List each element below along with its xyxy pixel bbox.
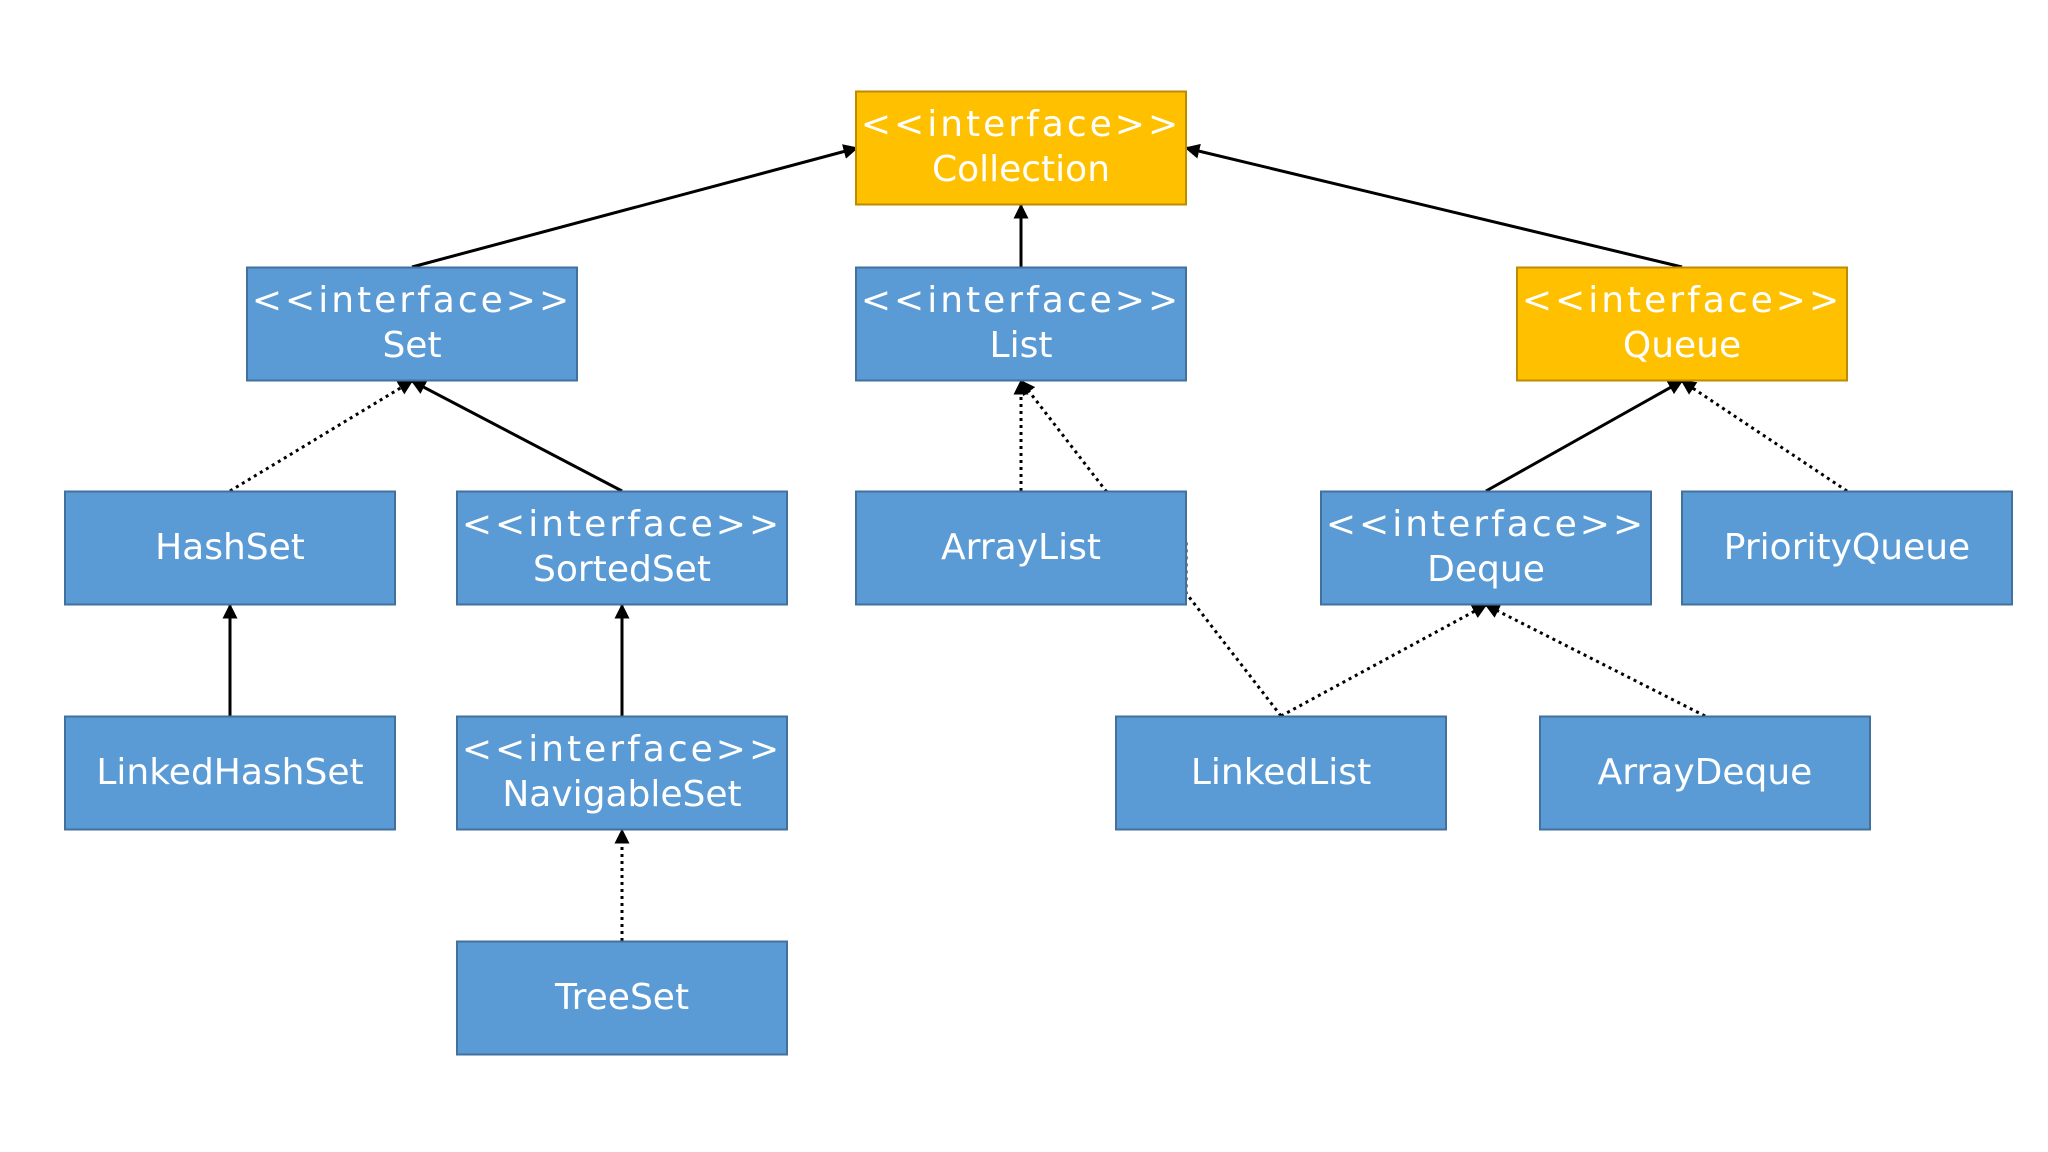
edge-deque-to-queue	[1485, 379, 1684, 493]
node-name-list: List	[990, 325, 1053, 366]
edge-hashset-to-set	[229, 379, 414, 493]
node-stereotype-list: <<interface>>	[861, 280, 1181, 321]
node-arraydeque: ArrayDeque	[1539, 715, 1871, 831]
edge-set-to-collection	[411, 144, 859, 269]
node-name-queue: Queue	[1623, 325, 1741, 366]
node-set: <<interface>>Set	[246, 266, 578, 382]
node-arraylist: ArrayList	[855, 490, 1187, 606]
node-name-navigableset: NavigableSet	[502, 774, 741, 815]
node-box-queue	[1516, 266, 1848, 382]
node-box-arraylist	[855, 490, 1187, 606]
node-name-arraylist: ArrayList	[941, 527, 1101, 568]
edge-sortedset-to-set	[410, 379, 623, 493]
node-box-treeset	[456, 940, 788, 1056]
node-stereotype-deque: <<interface>>	[1326, 504, 1646, 545]
node-name-linkedlist: LinkedList	[1191, 752, 1371, 793]
edge-arraydeque-to-deque	[1484, 603, 1706, 718]
node-box-linkedlist	[1115, 715, 1447, 831]
edge-priorityqueue-to-queue	[1680, 379, 1848, 493]
node-linkedlist: LinkedList	[1115, 715, 1447, 831]
node-name-set: Set	[382, 325, 441, 366]
node-box-list	[855, 266, 1187, 382]
node-linkedhashset: LinkedHashSet	[64, 715, 396, 831]
node-box-priorityqueue	[1681, 490, 2013, 606]
node-name-deque: Deque	[1427, 549, 1545, 590]
node-box-navigableset	[456, 715, 788, 831]
node-box-linkedhashset	[64, 715, 396, 831]
node-collection: <<interface>>Collection	[855, 90, 1187, 206]
node-stereotype-set: <<interface>>	[252, 280, 572, 321]
node-name-linkedhashset: LinkedHashSet	[96, 752, 363, 793]
node-box-sortedset	[456, 490, 788, 606]
node-box-deque	[1320, 490, 1652, 606]
node-stereotype-sortedset: <<interface>>	[462, 504, 782, 545]
node-name-priorityqueue: PriorityQueue	[1724, 527, 1970, 568]
node-name-treeset: TreeSet	[554, 977, 689, 1018]
node-sortedset: <<interface>>SortedSet	[456, 490, 788, 606]
node-box-set	[246, 266, 578, 382]
node-hashset: HashSet	[64, 490, 396, 606]
edges-layer	[222, 143, 1848, 941]
edge-linkedlist-to-deque	[1280, 603, 1488, 718]
node-stereotype-queue: <<interface>>	[1522, 280, 1842, 321]
node-stereotype-collection: <<interface>>	[861, 104, 1181, 145]
node-priorityqueue: PriorityQueue	[1681, 490, 2013, 606]
node-queue: <<interface>>Queue	[1516, 266, 1848, 382]
node-stereotype-navigableset: <<interface>>	[462, 729, 782, 770]
edge-queue-to-collection	[1184, 143, 1683, 269]
node-box-arraydeque	[1539, 715, 1871, 831]
node-deque: <<interface>>Deque	[1320, 490, 1652, 606]
node-name-arraydeque: ArrayDeque	[1598, 752, 1813, 793]
node-navigableset: <<interface>>NavigableSet	[456, 715, 788, 831]
node-name-collection: Collection	[932, 149, 1110, 190]
nodes-layer: <<interface>>Collection<<interface>>Set<…	[64, 90, 2013, 1056]
node-box-hashset	[64, 490, 396, 606]
node-name-sortedset: SortedSet	[533, 549, 711, 590]
node-treeset: TreeSet	[456, 940, 788, 1056]
node-name-hashset: HashSet	[155, 527, 305, 568]
node-list: <<interface>>List	[855, 266, 1187, 382]
node-box-collection	[855, 90, 1187, 206]
